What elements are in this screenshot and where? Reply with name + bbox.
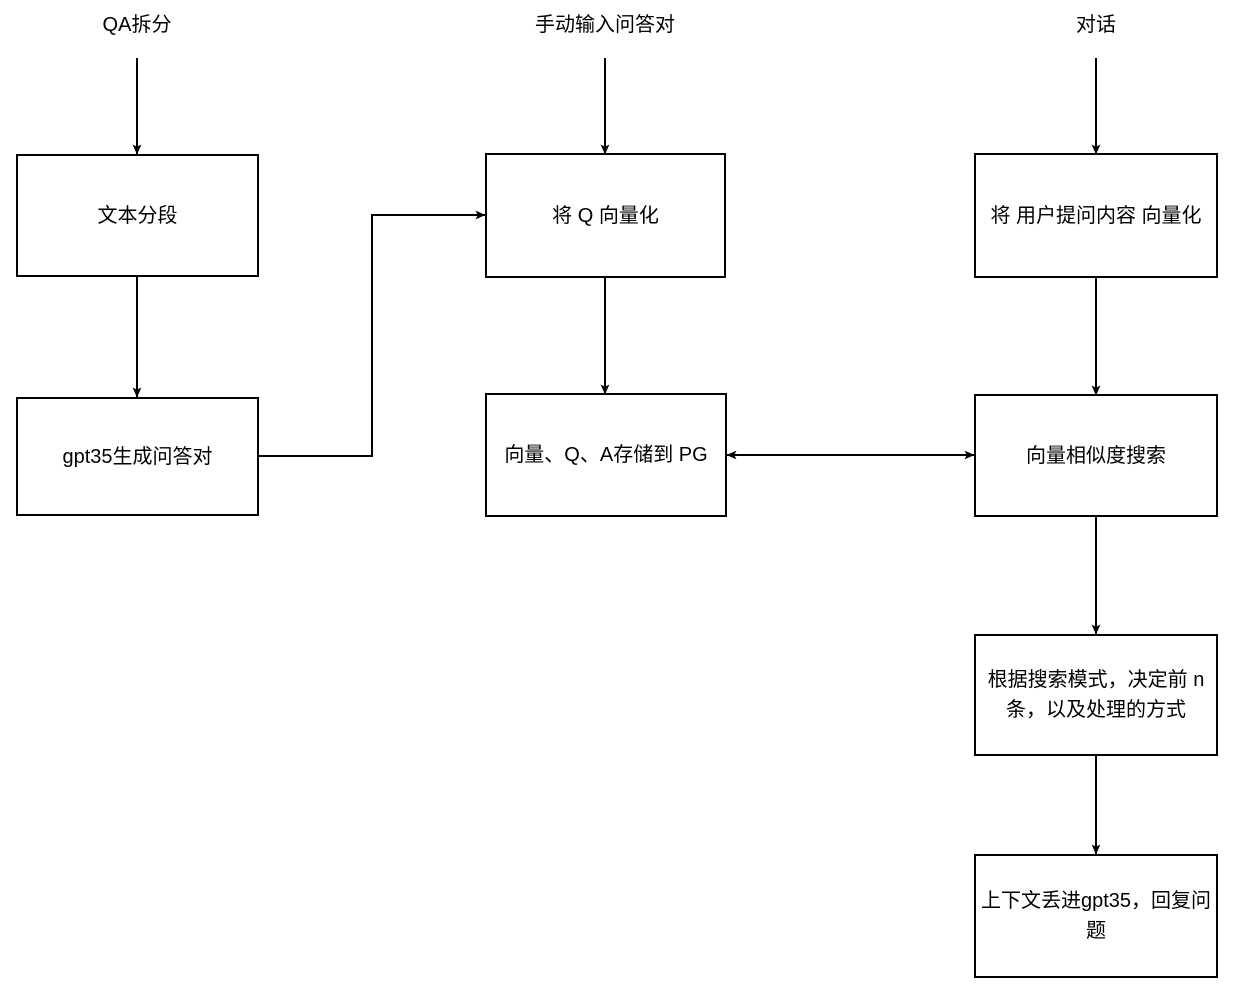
node-box-text-split[interactable]	[16, 154, 259, 277]
node-box-context-to-gpt35[interactable]	[974, 854, 1218, 978]
node-box-vectorize-user-question[interactable]	[974, 153, 1218, 278]
node-box-store-pg[interactable]	[485, 393, 727, 517]
node-box-decide-top-n[interactable]	[974, 634, 1218, 756]
node-box-vector-similarity-search[interactable]	[974, 394, 1218, 517]
node-box-gpt35-generate-qa[interactable]	[16, 397, 259, 516]
edge-gpt35-to-vectorize-q	[259, 210, 486, 457]
node-box-vectorize-q[interactable]	[485, 153, 726, 278]
